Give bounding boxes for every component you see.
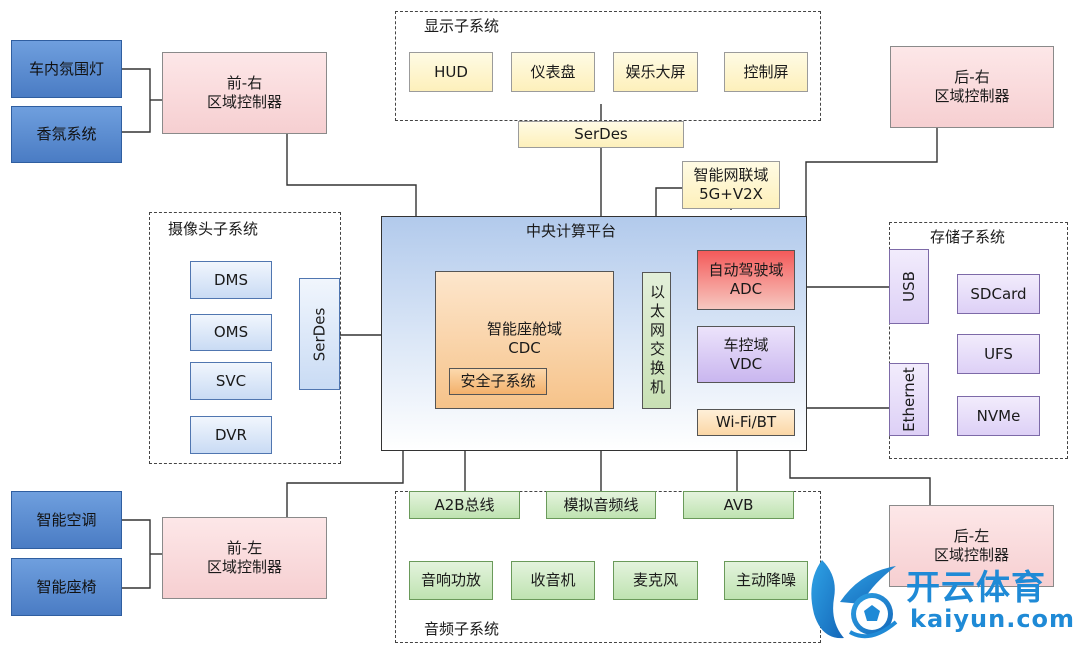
camera-item-dms: DMS <box>190 261 272 299</box>
storage-subsystem-group <box>889 222 1068 459</box>
audio-item-label: 音响功放 <box>420 571 481 589</box>
ambient-light-label: 车内氛围灯 <box>28 59 104 78</box>
autonomous-driving-domain-adc: 自动驾驶域 ADC <box>697 250 795 310</box>
telematics-line1: 智能网联域 <box>693 166 769 184</box>
audio-item-label: 收音机 <box>530 571 576 589</box>
smart-seat-box: 智能座椅 <box>11 558 122 616</box>
camera-serdes-label: SerDes <box>310 307 329 361</box>
storage-item-ufs: UFS <box>957 334 1040 374</box>
adc-line1: 自动驾驶域 <box>708 261 784 279</box>
central-platform-title: 中央计算平台 <box>526 222 617 240</box>
camera-item-label: DMS <box>213 270 248 289</box>
front-right-zone-line2: 区域控制器 <box>206 93 282 111</box>
watermark-brand-cn: 开云体育 <box>906 568 1046 608</box>
cdc-line2: CDC <box>508 339 541 357</box>
storage-item-label: NVMe <box>976 406 1021 425</box>
vdc-line1: 车控域 <box>723 335 769 354</box>
front-left-zone-controller: 前-左 区域控制器 <box>162 517 327 599</box>
smart-ac-box: 智能空调 <box>11 491 122 549</box>
fragrance-system-label: 香氛系统 <box>36 125 97 143</box>
cdc-line1: 智能座舱域 <box>486 320 562 338</box>
audio-item-microphone: 麦克风 <box>613 561 698 600</box>
front-right-zone-line1: 前-右 <box>226 74 263 92</box>
ethernet-switch-label: 以太网交换机 <box>648 283 666 398</box>
rear-right-zone-controller: 后-右 区域控制器 <box>890 46 1054 128</box>
audio-bus-label: AVB <box>723 495 754 514</box>
storage-item-sdcard: SDCard <box>957 274 1040 314</box>
rear-left-zone-line2: 区域控制器 <box>933 546 1009 564</box>
audio-bus-a2b: A2B总线 <box>409 491 520 519</box>
camera-serdes: SerDes <box>299 278 340 390</box>
display-item-hud: HUD <box>409 52 493 92</box>
ethernet-switch: 以太网交换机 <box>642 272 671 409</box>
telematics-line2: 5G+V2X <box>699 185 763 203</box>
front-left-zone-line2: 区域控制器 <box>206 558 282 576</box>
storage-item-label: UFS <box>984 344 1013 363</box>
ethernet-label: Ethernet <box>899 367 918 432</box>
display-serdes: SerDes <box>518 121 684 148</box>
camera-item-label: SVC <box>215 371 247 390</box>
fragrance-system-box: 香氛系统 <box>11 106 122 163</box>
camera-item-oms: OMS <box>190 314 272 351</box>
rear-right-zone-line2: 区域控制器 <box>934 87 1010 105</box>
camera-item-dvr: DVR <box>190 416 272 454</box>
audio-item-radio: 收音机 <box>511 561 595 600</box>
storage-item-label: SDCard <box>970 284 1027 303</box>
display-item-control-screen: 控制屏 <box>724 52 808 92</box>
front-left-zone-line1: 前-左 <box>226 539 263 557</box>
display-subsystem-group <box>395 11 821 121</box>
camera-item-svc: SVC <box>190 362 272 400</box>
audio-item-label: 麦克风 <box>632 571 678 589</box>
rear-left-zone-line1: 后-左 <box>953 527 990 545</box>
audio-bus-label: 模拟音频线 <box>563 495 639 514</box>
storage-item-nvme: NVMe <box>957 396 1040 436</box>
display-item-label: 娱乐大屏 <box>625 62 686 81</box>
wifi-bt-label: Wi-Fi/BT <box>715 413 777 431</box>
display-item-label: 控制屏 <box>743 62 789 81</box>
audio-item-label: 主动降噪 <box>735 571 796 589</box>
safety-subsystem: 安全子系统 <box>449 368 547 395</box>
kaiyun-logo-icon <box>811 560 898 639</box>
audio-subsystem-title: 音频子系统 <box>424 620 500 638</box>
display-item-label: HUD <box>434 62 468 81</box>
display-item-cluster: 仪表盘 <box>511 52 595 92</box>
audio-item-amplifier: 音响功放 <box>409 561 493 600</box>
safety-subsystem-label: 安全子系统 <box>460 372 536 390</box>
display-subsystem-title: 显示子系统 <box>424 17 500 35</box>
adc-line2: ADC <box>729 280 763 298</box>
rear-right-zone-line1: 后-右 <box>954 68 990 86</box>
usb-port: USB <box>889 249 929 324</box>
audio-item-noise-cancel: 主动降噪 <box>724 561 808 600</box>
watermark-brand-en: kaiyun.com <box>910 605 1076 633</box>
smart-ac-label: 智能空调 <box>36 510 97 529</box>
camera-subsystem-title: 摄像头子系统 <box>168 220 259 238</box>
wifi-bt-module: Wi-Fi/BT <box>697 409 795 436</box>
display-item-entertainment-screen: 娱乐大屏 <box>613 52 698 92</box>
ambient-light-box: 车内氛围灯 <box>11 40 122 98</box>
front-right-zone-controller: 前-右 区域控制器 <box>162 52 327 134</box>
audio-bus-avb: AVB <box>683 491 794 519</box>
display-item-label: 仪表盘 <box>530 62 576 81</box>
storage-subsystem-title: 存储子系统 <box>930 228 1006 246</box>
smart-seat-label: 智能座椅 <box>36 577 97 596</box>
camera-subsystem-group <box>149 212 341 464</box>
camera-item-label: DVR <box>215 425 247 444</box>
usb-label: USB <box>899 271 918 302</box>
audio-bus-analog: 模拟音频线 <box>546 491 656 519</box>
display-serdes-label: SerDes <box>574 125 628 143</box>
vehicle-control-domain-vdc: 车控域 VDC <box>697 326 795 383</box>
audio-bus-label: A2B总线 <box>434 495 495 514</box>
camera-item-label: OMS <box>213 323 249 341</box>
ethernet-port: Ethernet <box>889 363 929 436</box>
rear-left-zone-controller: 后-左 区域控制器 <box>889 505 1054 587</box>
vdc-line2: VDC <box>729 354 763 373</box>
telematics-domain: 智能网联域 5G+V2X <box>682 161 780 209</box>
